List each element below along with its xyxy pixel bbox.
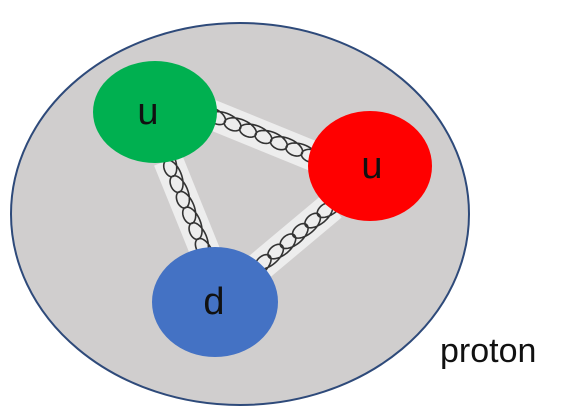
quark-up-green: u bbox=[93, 61, 217, 163]
gluon-group bbox=[154, 100, 342, 280]
quark-down-blue-circle bbox=[152, 247, 278, 357]
quark-up-red-label: u bbox=[361, 145, 382, 187]
gluon-spring-0 bbox=[208, 106, 321, 164]
gluon-spring-1 bbox=[162, 157, 214, 256]
gluon-band-0 bbox=[204, 100, 324, 172]
gluon-spring-2 bbox=[254, 202, 337, 274]
quark-down-blue: d bbox=[152, 247, 278, 357]
quark-up-green-circle bbox=[93, 61, 217, 163]
quark-up-red: u bbox=[308, 111, 432, 221]
proton-caption: proton bbox=[440, 332, 536, 370]
quark-up-red-circle bbox=[308, 111, 432, 221]
quark-down-blue-label: d bbox=[203, 281, 224, 323]
quark-up-green-label: u bbox=[137, 91, 158, 133]
